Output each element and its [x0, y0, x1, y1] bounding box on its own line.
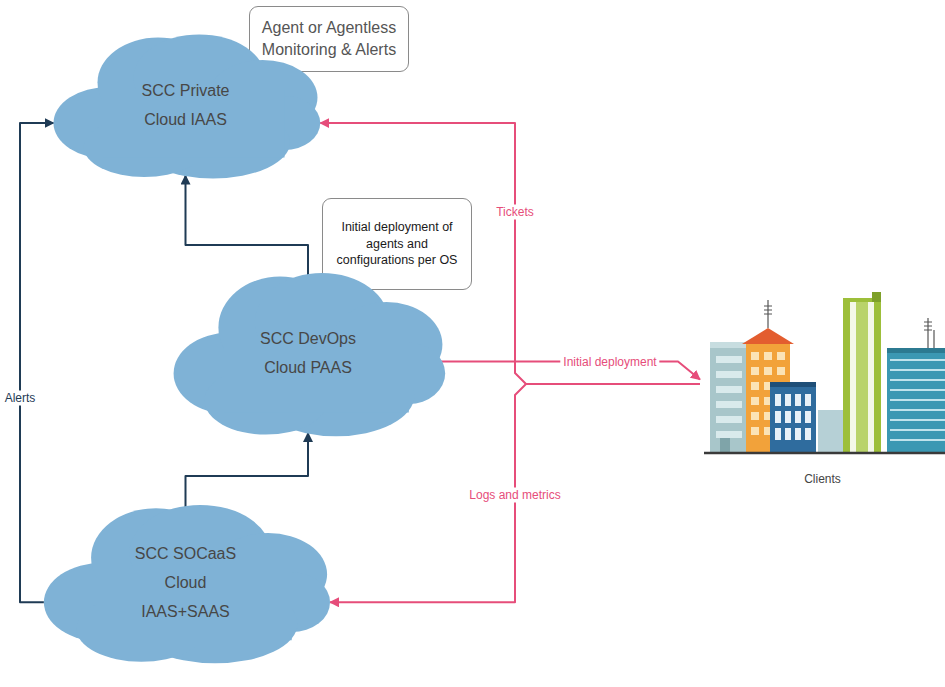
illustration-caption: Clients — [804, 472, 841, 490]
edge-label: Alerts — [2, 391, 39, 406]
connector-arrow — [186, 433, 309, 508]
edge-label: Tickets — [493, 205, 537, 220]
connector-arrow — [20, 123, 54, 602]
cloud-shape: SCC SOCaaS Cloud IAAS+SAAS — [38, 500, 333, 665]
connector-arrow — [186, 176, 309, 277]
edge-label: Initial deployment — [560, 354, 659, 369]
callout-text: Agent or Agentless Monitoring & Alerts — [260, 17, 398, 60]
edge-label: Logs and metrics — [466, 488, 563, 503]
clients-illustration: Clients — [700, 290, 945, 490]
cloud-label: SCC DevOps Cloud PAAS — [252, 324, 364, 382]
cloud-outline — [168, 268, 448, 438]
cloud-label: SCC Private Cloud IAAS — [130, 76, 242, 134]
cloud-label: SCC SOCaaS Cloud IAAS+SAAS — [130, 539, 242, 626]
callout-text: Initial deployment of agents and configu… — [333, 219, 461, 270]
cloud-shape: SCC DevOps Cloud PAAS — [168, 268, 448, 438]
city-buildings — [700, 290, 945, 490]
connector-arrow — [440, 362, 700, 380]
